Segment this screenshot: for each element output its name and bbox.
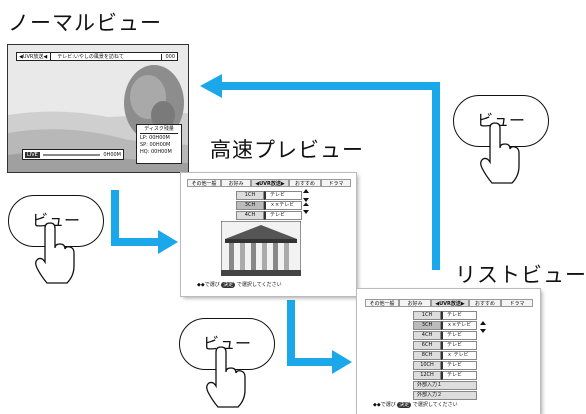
disk-remaining-title: ディスク残量 <box>140 126 178 134</box>
list-row-7-title: テレビ <box>441 371 477 380</box>
list-row-3-title: テレビ <box>441 331 477 340</box>
view-button-left-label: ビュー <box>31 211 80 230</box>
fast-hint: ◆◆で選び 決定 で選択してください <box>197 281 282 288</box>
fast-row-3-title: テレビ <box>264 211 302 220</box>
fast-preview-title: 高速プレビュー <box>210 138 364 162</box>
normal-view-title: ノーマルビュー <box>8 11 162 35</box>
list-row-4-title: テレビ <box>441 341 477 350</box>
list-row-ext1[interactable]: 外部入力１ <box>413 381 477 390</box>
list-view-title: リストビュー <box>455 263 586 287</box>
channel-banner: ◀UVR放送◀ テレビ:いやしの風景を訪ねて 000 <box>16 52 178 61</box>
fast-row-1[interactable]: 1CH テレビ <box>236 191 302 200</box>
fast-preview-screen: その他一般 お好み ◀UVR放送▶ おすすめ ドラマ 1CH テレビ 3CH ｘ… <box>181 173 356 296</box>
arrow-normal-to-fast <box>111 190 178 254</box>
list-hint-pre: ◆◆で選び <box>373 402 396 408</box>
list-row-5[interactable]: 8CH ｘ テレビ <box>413 351 477 360</box>
fast-tab-bar: その他一般 お好み ◀UVR放送▶ おすすめ ドラマ <box>187 179 351 187</box>
list-scroll-arrows[interactable] <box>479 319 487 335</box>
list-tab-favorite[interactable]: お好み <box>399 299 431 307</box>
fast-hint-post: で選択してください <box>236 282 282 288</box>
fast-row-1-ch: 1CH <box>236 191 264 200</box>
pointing-hand-icon <box>480 122 520 184</box>
list-row-1-ch: 1CH <box>413 311 441 320</box>
list-row-1-title: テレビ <box>441 311 477 320</box>
view-button-right-label: ビュー <box>476 111 525 130</box>
list-hint: ◆◆で選び 決定 で選択してください <box>373 401 458 408</box>
fast-row-2-ch: 3CH <box>236 201 264 210</box>
playback-bar: LIVE 0H00M <box>22 149 124 160</box>
fast-row-3-ch: 4CH <box>236 211 264 220</box>
disk-remaining-panel: ディスク残量 LP: 00H00M SP: 00H00M HQ: 00H00M <box>136 124 182 164</box>
channel-number: 000 <box>161 53 175 60</box>
list-row-6[interactable]: 10CH テレビ <box>413 361 477 370</box>
fast-tab-uvr[interactable]: ◀UVR放送▶ <box>251 179 289 187</box>
list-row-4-ch: 6CH <box>413 341 441 350</box>
list-row-7[interactable]: 12CH テレビ <box>413 371 477 380</box>
list-row-ext1-label: 外部入力１ <box>413 381 477 390</box>
list-row-5-ch: 8CH <box>413 351 441 360</box>
playback-time: 0H00M <box>103 151 121 158</box>
arrow-fast-to-list <box>287 300 352 374</box>
list-row-6-ch: 10CH <box>413 361 441 370</box>
view-button-bottom-label: ビュー <box>202 334 251 353</box>
disk-line-sp: SP: 00H00M <box>140 142 171 148</box>
pointing-hand-icon <box>35 222 75 284</box>
list-view-screen: その他一般 お好み ◀UVR放送▶ おすすめ ドラマ 1CH テレビ 3CH ｘ… <box>357 289 540 414</box>
fast-tab-drama[interactable]: ドラマ <box>321 179 351 187</box>
list-row-5-title: ｘ テレビ <box>441 351 477 360</box>
list-hint-key: 決定 <box>397 402 412 408</box>
fast-row-3[interactable]: 4CH テレビ <box>236 211 302 220</box>
fast-channel-list: 1CH テレビ 3CH ｘ×テレビ 4CH テレビ <box>236 191 302 221</box>
fast-hint-pre: ◆◆で選び <box>197 282 220 288</box>
list-tab-other[interactable]: その他一般 <box>365 299 399 307</box>
list-tab-uvr[interactable]: ◀UVR放送▶ <box>431 299 469 307</box>
list-row-4[interactable]: 6CH テレビ <box>413 341 477 350</box>
preview-thumbnail <box>221 221 301 276</box>
list-row-2[interactable]: 3CH ｘ×テレビ <box>413 321 477 330</box>
program-name: テレビ:いやしの風景を訪ねて <box>57 54 124 60</box>
channel-label: ◀UVR放送◀ <box>19 53 52 60</box>
list-row-7-ch: 12CH <box>413 371 441 380</box>
fast-hint-key: 決定 <box>221 282 236 288</box>
list-row-1[interactable]: 1CH テレビ <box>413 311 477 320</box>
list-tab-recommended[interactable]: おすすめ <box>469 299 501 307</box>
list-tab-bar: その他一般 お好み ◀UVR放送▶ おすすめ ドラマ <box>365 299 533 307</box>
fast-tab-recommended[interactable]: おすすめ <box>289 179 321 187</box>
fast-row-1-title: テレビ <box>264 191 302 200</box>
view-button-left[interactable]: ビュー <box>8 195 104 247</box>
list-row-3[interactable]: 4CH テレビ <box>413 331 477 340</box>
fast-row-2-title: ｘ×テレビ <box>264 201 302 210</box>
list-row-ext2-label: 外部入力２ <box>413 391 477 400</box>
fast-scroll-arrows[interactable] <box>302 188 310 218</box>
list-hint-post: で選択してください <box>412 402 458 408</box>
list-row-2-ch: 3CH <box>413 321 441 330</box>
list-tab-drama[interactable]: ドラマ <box>501 299 533 307</box>
normal-view-screen: ◀UVR放送◀ テレビ:いやしの風景を訪ねて 000 ディスク残量 LP: 00… <box>7 44 189 173</box>
disk-line-hq: HQ: 00H00M <box>140 149 172 155</box>
fast-tab-favorite[interactable]: お好み <box>221 179 251 187</box>
list-row-ext2[interactable]: 外部入力２ <box>413 391 477 400</box>
list-row-6-title: テレビ <box>441 361 477 370</box>
disk-line-lp: LP: 00H00M <box>140 135 170 141</box>
playback-track <box>42 153 101 156</box>
list-row-2-title: ｘ×テレビ <box>441 321 477 330</box>
fast-tab-other[interactable]: その他一般 <box>187 179 221 187</box>
list-channel-list: 1CH テレビ 3CH ｘ×テレビ 4CH テレビ 6CH テレビ 8CH ｘ … <box>413 311 477 401</box>
view-button-bottom[interactable]: ビュー <box>179 318 275 370</box>
live-indicator: LIVE <box>25 151 40 158</box>
pointing-hand-icon <box>206 346 246 408</box>
fast-row-2[interactable]: 3CH ｘ×テレビ <box>236 201 302 210</box>
list-row-3-ch: 4CH <box>413 331 441 340</box>
